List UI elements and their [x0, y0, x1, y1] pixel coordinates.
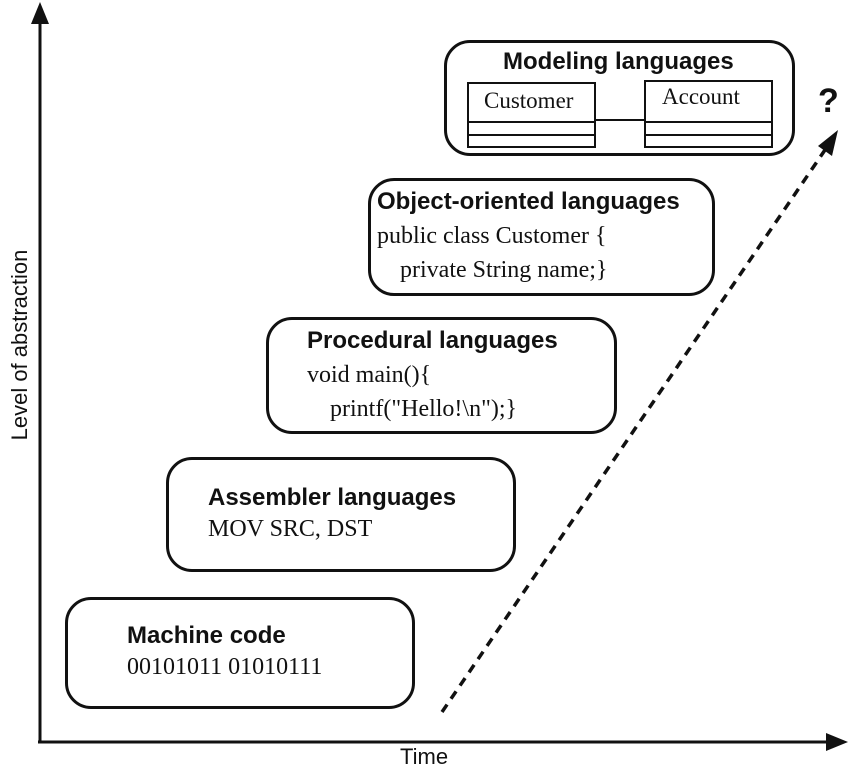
procedural-box [266, 317, 617, 434]
machine-code-box [65, 597, 415, 709]
uml-class-customer-name: Customer [484, 88, 574, 113]
x-axis-arrowhead [826, 733, 848, 751]
assembler-box [166, 457, 516, 572]
procedural-example-line-2: printf("Hello!\n");} [330, 396, 518, 422]
object-oriented-example-line-2: private String name;} [400, 257, 608, 283]
future-question-mark: ? [818, 82, 839, 120]
object-oriented-example-line-1: public class Customer { [377, 223, 607, 249]
uml-class-account-name: Account [662, 84, 740, 109]
trend-arrowhead [818, 130, 838, 156]
procedural-example-line-1: void main(){ [307, 362, 432, 388]
y-axis-label: Level of abstraction [7, 249, 32, 441]
procedural-title: Procedural languages [307, 327, 558, 354]
trend-arrow [440, 146, 829, 713]
assembler-example: MOV SRC, DST [208, 516, 373, 542]
x-axis-label: Time [400, 744, 449, 769]
modeling-title: Modeling languages [503, 48, 734, 75]
object-oriented-box [368, 178, 715, 296]
y-axis-arrowhead [31, 2, 49, 24]
assembler-title: Assembler languages [208, 484, 457, 511]
object-oriented-title: Object-oriented languages [377, 188, 680, 215]
machine-code-example: 00101011 01010111 [127, 654, 323, 680]
machine-code-title: Machine code [127, 622, 286, 649]
